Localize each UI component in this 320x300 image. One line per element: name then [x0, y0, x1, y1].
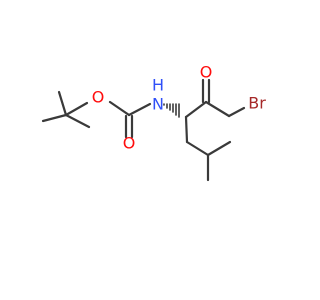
amine-nitrogen-label: N: [152, 95, 164, 114]
bond-tbu-methyl-top: [57, 90, 68, 117]
ketone-oxygen-label: O: [200, 63, 213, 82]
bond-ch-methyl-right: [206, 140, 232, 157]
bond-o-ester-carbonyl-c: [108, 100, 131, 117]
bond-ch2-bromine: [227, 106, 246, 118]
bond-tbu-o-ester: [64, 101, 89, 117]
bond-carbonyl-c-nitrogen: [127, 102, 152, 117]
bond-ch2-ch: [185, 140, 210, 157]
amine-hydrogen-label: H: [152, 76, 164, 95]
bromine-label: Br: [248, 94, 266, 113]
ester-oxygen-label: O: [92, 88, 105, 107]
bond-chiral-ch2: [184, 115, 189, 144]
bond-tbu-methyl-bottom: [64, 113, 91, 129]
molecule-structure: O O N H O Br: [41, 63, 266, 182]
bond-ketone-c-ch2: [204, 100, 231, 118]
bond-nitrogen-chiral-hashed: [163, 103, 180, 118]
bond-tbu-methyl-left: [41, 113, 68, 123]
carbonyl-oxygen-label: O: [123, 134, 136, 153]
bond-chiral-ketone-c: [184, 100, 208, 119]
